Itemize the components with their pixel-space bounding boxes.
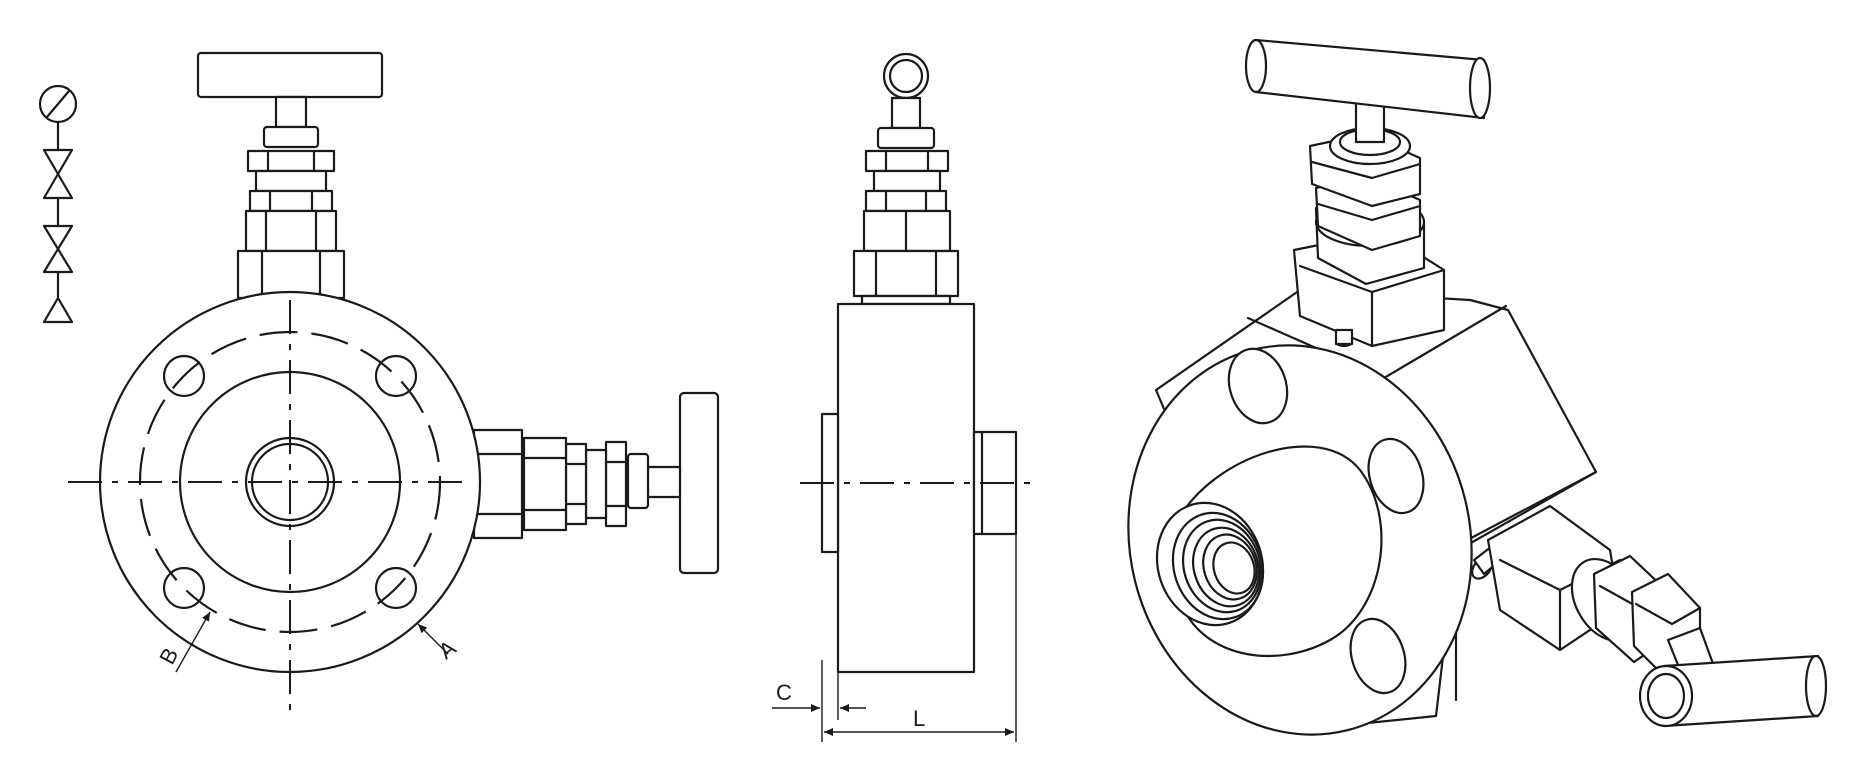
valve-symbol-icon: [42, 148, 74, 200]
dim-label-b: B: [154, 644, 183, 669]
dim-label-l: L: [913, 706, 925, 731]
front-view: A B: [68, 51, 720, 720]
iso-bolt-hole: [1367, 437, 1425, 515]
bolt-hole: [374, 566, 418, 610]
side-view: C L: [772, 52, 1038, 742]
iso-bolt-hole: [1227, 347, 1289, 425]
iso-bolt-hole: [1349, 617, 1407, 695]
bolt-hole: [162, 354, 206, 398]
isometric-view: [1127, 38, 1828, 736]
bolt-hole: [162, 566, 206, 610]
t-handle: [196, 51, 384, 99]
dim-label-a: A: [434, 635, 461, 664]
flange-symbol-icon: [42, 296, 74, 324]
dim-label-c: C: [776, 680, 792, 705]
pid-symbol: [38, 84, 78, 324]
bolt-hole: [374, 354, 418, 398]
valve-symbol-icon: [42, 224, 74, 274]
side-t-handle: [678, 391, 720, 575]
body-block: [836, 302, 976, 674]
